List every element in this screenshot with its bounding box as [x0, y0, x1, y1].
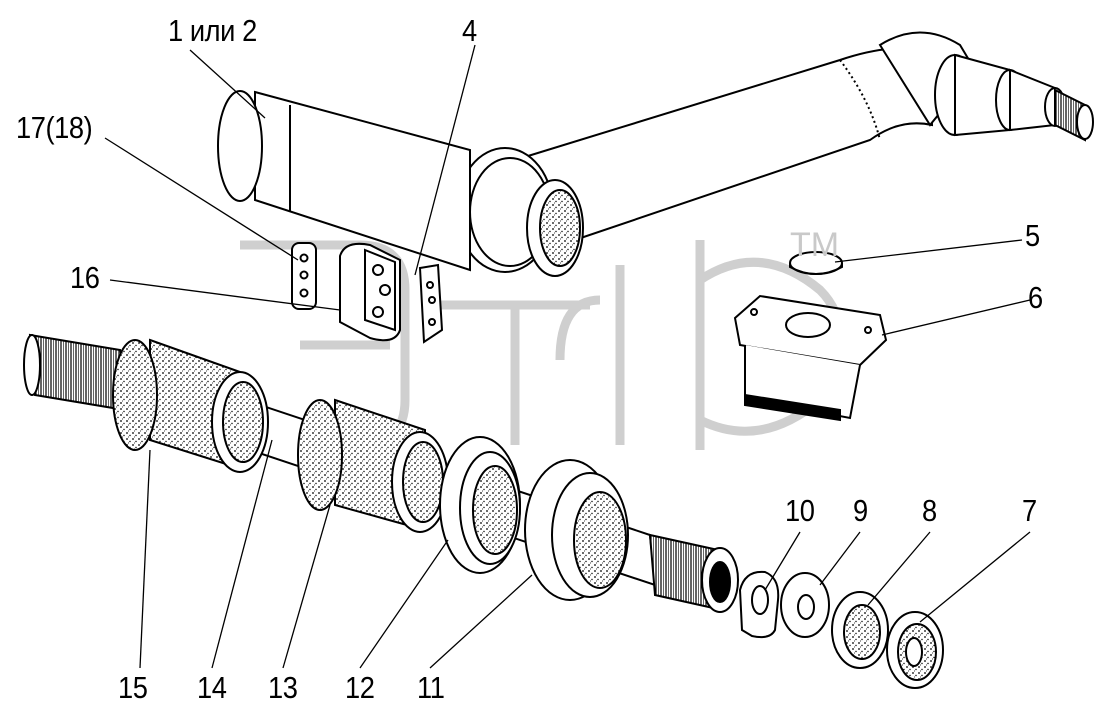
leader-7 — [919, 531, 1031, 623]
callout-17-18: 17(18) — [16, 110, 93, 145]
leader-16 — [109, 279, 341, 311]
callout-9: 9 — [853, 493, 868, 528]
ring-7 — [886, 611, 944, 689]
bushing-13 — [297, 398, 449, 533]
bracket-6 — [733, 294, 888, 422]
callout-15: 15 — [118, 670, 148, 705]
axle-housing — [217, 31, 1094, 277]
callout-16: 16 — [70, 260, 100, 295]
block-16 — [339, 242, 401, 342]
callout-8: 8 — [922, 493, 937, 528]
leader-10 — [764, 531, 801, 591]
callout-12: 12 — [345, 670, 375, 705]
cup-11 — [524, 459, 629, 601]
gasket-4 — [418, 263, 444, 344]
leader-14 — [211, 439, 273, 669]
leader-17 — [104, 137, 299, 261]
leader-1 — [189, 49, 266, 119]
ring-8 — [831, 591, 889, 669]
callout-14: 14 — [197, 670, 227, 705]
leader-15 — [139, 449, 151, 669]
bushing-15 — [112, 338, 269, 473]
callout-7: 7 — [1022, 493, 1037, 528]
leader-4 — [414, 44, 476, 276]
gasket-plate-17 — [291, 242, 317, 310]
leader-11 — [429, 574, 533, 669]
callout-13: 13 — [268, 670, 298, 705]
washer-9 — [780, 572, 830, 638]
leader-8 — [867, 531, 931, 606]
leader-12 — [359, 539, 449, 669]
seal-ring-12 — [439, 436, 521, 574]
leader-lines — [104, 44, 1031, 669]
callout-4: 4 — [462, 13, 477, 48]
callout-6: 6 — [1028, 280, 1043, 315]
watermark-trademark: TM — [790, 226, 840, 264]
leader-9 — [819, 531, 861, 586]
leader-6 — [881, 299, 1031, 336]
callout-5: 5 — [1025, 218, 1040, 253]
leader-5 — [834, 239, 1023, 263]
washer-10 — [738, 570, 780, 639]
callout-11: 11 — [417, 670, 445, 705]
leader-13 — [282, 504, 331, 669]
disc-5 — [789, 251, 843, 275]
callout-10: 10 — [785, 493, 815, 528]
callout-1-or-2: 1 или 2 — [168, 13, 257, 48]
